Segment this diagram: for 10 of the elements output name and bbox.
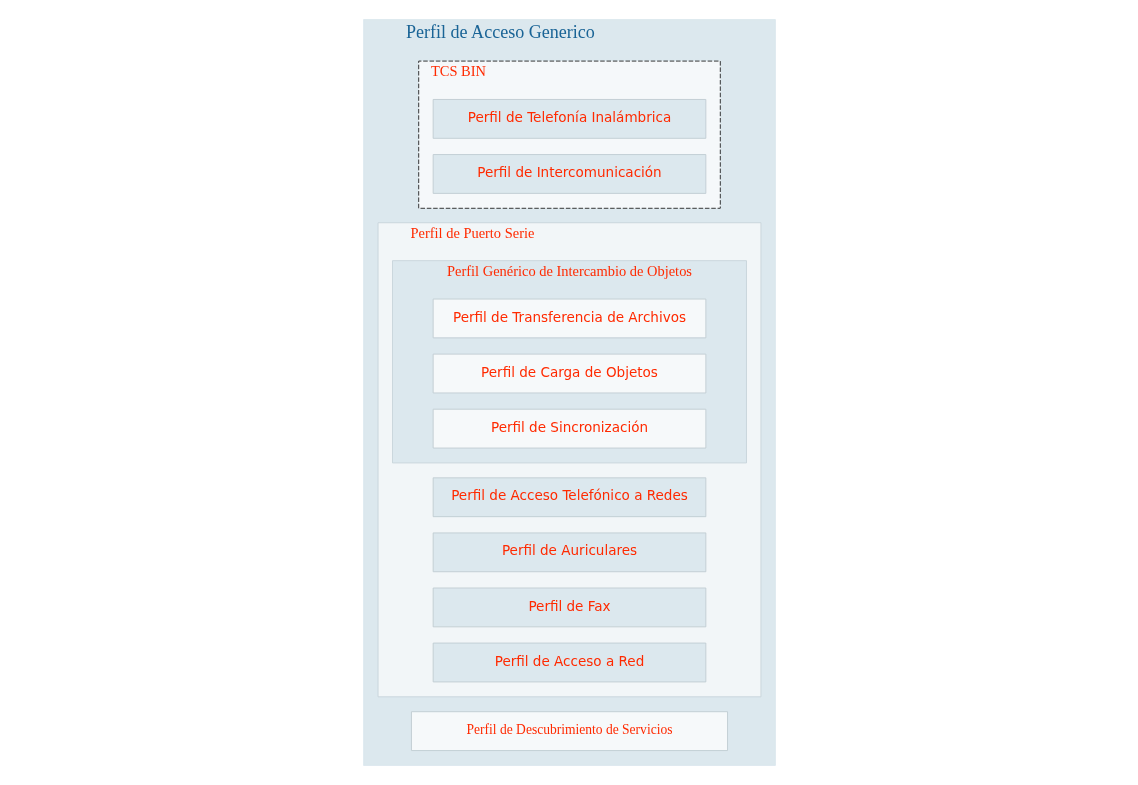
node-box: Perfil de Auriculares <box>432 532 706 573</box>
node-box: Perfil de Descubrimiento de Servicios <box>410 711 728 751</box>
node-box: Perfil de Sincronización <box>432 408 706 449</box>
node-box: Perfil de Acceso a Red <box>432 642 706 683</box>
node-box: Perfil de Acceso Telefónico a Redes <box>432 477 706 518</box>
node-box: Perfil de Transferencia de Archivos <box>432 298 706 339</box>
node-box: Perfil de Telefonía Inalámbrica <box>432 99 706 139</box>
node-box: Perfil de Intercomunicación <box>432 154 706 194</box>
node-box: Perfil de Carga de Objetos <box>432 353 706 394</box>
node-box: Perfil de Fax <box>432 587 706 628</box>
